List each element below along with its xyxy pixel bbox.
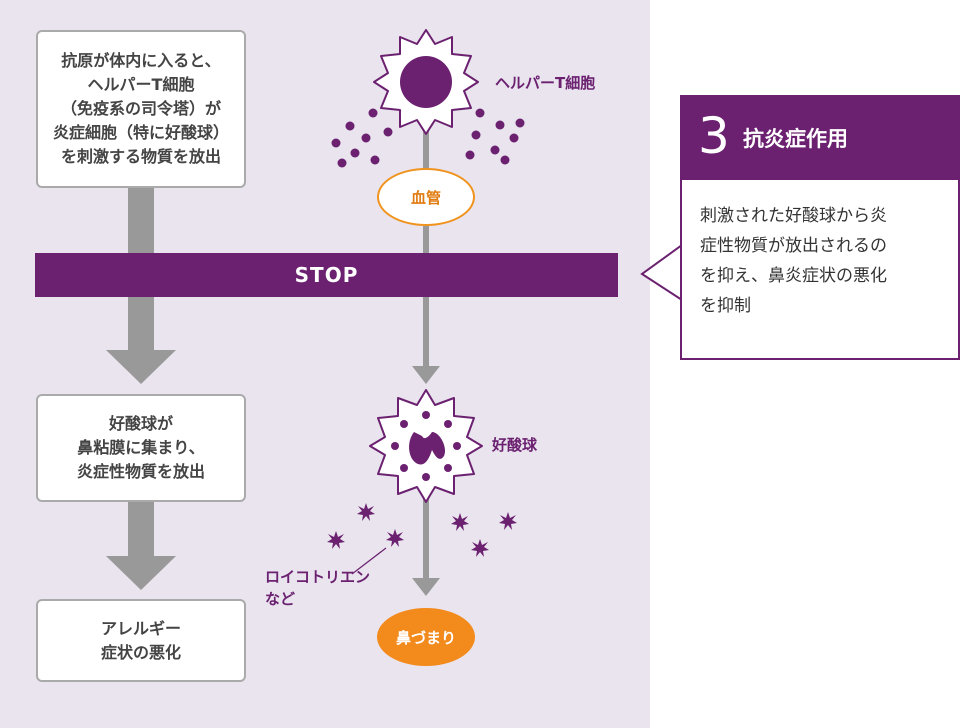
vessel-arrow <box>412 226 440 384</box>
leukotriene-label: ロイコトリエン など <box>265 568 371 608</box>
flow-arrow-2 <box>106 502 176 590</box>
leukotriene-pointer-line <box>351 547 387 575</box>
stop-bar: STOP <box>35 253 618 297</box>
eosinophil-icon <box>369 389 483 503</box>
allergy-worsening-box: アレルギー 症状の悪化 <box>36 599 246 682</box>
callout-body: 刺激された好酸球から炎 症性物質が放出されるの を抑え、鼻炎症状の悪化 を抑制 <box>700 206 887 316</box>
eosinophil-label: 好酸球 <box>492 436 538 454</box>
helper-t-cell-icon <box>373 29 479 135</box>
cell-to-vessel-line <box>423 122 429 170</box>
callout-number: 3 <box>698 107 730 165</box>
cytokine-dot-icon <box>331 108 525 168</box>
eosinophil-gathering-box: 好酸球が 鼻粘膜に集まり、 炎症性物質を放出 <box>36 394 246 502</box>
leukotriene-particle-icon <box>327 503 517 557</box>
nasal-congestion: 鼻づまり <box>377 608 475 666</box>
eosinophil-arrow <box>412 494 440 596</box>
helper-t-cell-label: ヘルパーT細胞 <box>495 74 596 92</box>
callout-pointer <box>640 243 683 302</box>
anti-inflammatory-callout: 3 抗炎症作用 刺激された好酸球から炎 症性物質が放出されるの を抑え、鼻炎症状… <box>680 95 960 360</box>
blood-vessel: 血管 <box>377 168 475 226</box>
callout-title: 抗炎症作用 <box>743 127 848 151</box>
antigen-entry-box: 抗原が体内に入ると、 ヘルパーT細胞 （免疫系の司令塔）が 炎症細胞（特に好酸球… <box>36 30 246 188</box>
callout-header: 3 抗炎症作用 <box>682 97 958 180</box>
